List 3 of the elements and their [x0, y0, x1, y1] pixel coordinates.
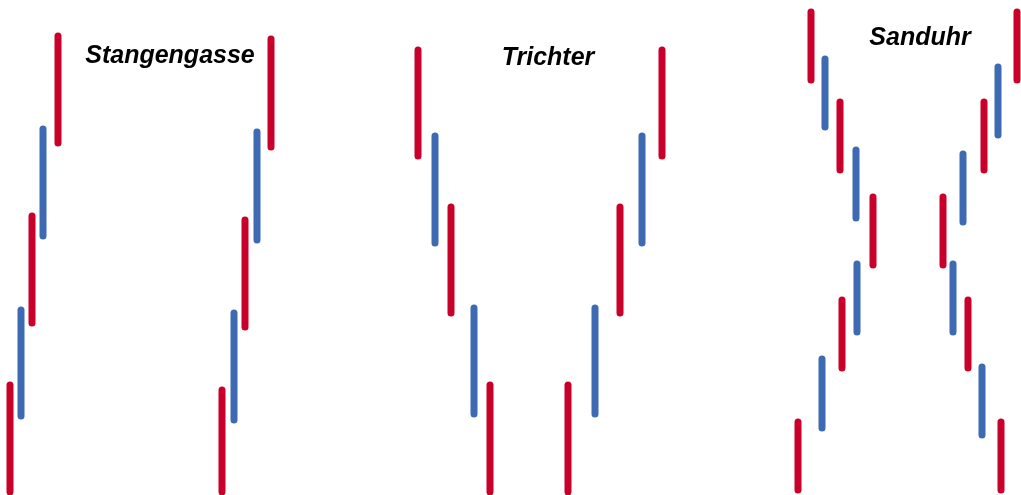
pattern-title: Sanduhr: [869, 22, 971, 51]
pattern-title: Trichter: [501, 42, 595, 71]
pattern-title: Stangengasse: [85, 40, 255, 69]
